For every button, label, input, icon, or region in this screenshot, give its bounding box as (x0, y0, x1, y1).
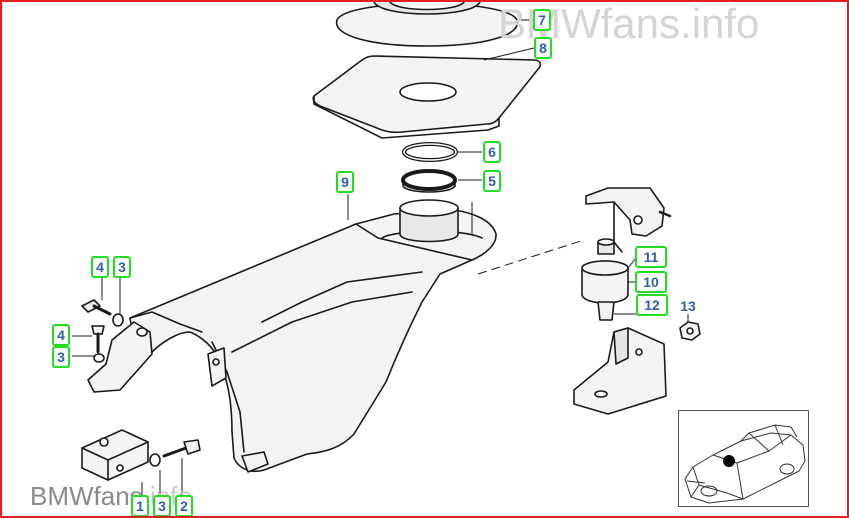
upper-bracket (585, 187, 672, 253)
nut (679, 321, 701, 341)
callout-8[interactable]: 8 (534, 37, 552, 59)
callout-12[interactable]: 12 (636, 294, 668, 316)
gasket-plate (312, 55, 542, 139)
rubber-mount (581, 238, 629, 321)
shift-housing (87, 199, 497, 473)
callout-10[interactable]: 10 (635, 271, 667, 293)
bottom-bolt (149, 439, 201, 467)
callout-5[interactable]: 5 (483, 170, 501, 192)
callout-6[interactable]: 6 (483, 141, 501, 163)
callout-1[interactable]: 1 (131, 495, 149, 516)
callout-3-bottom[interactable]: 3 (153, 495, 171, 516)
left-bolt-lower (91, 325, 105, 363)
callout-9[interactable]: 9 (336, 171, 354, 193)
callout-4-lower[interactable]: 4 (52, 324, 70, 346)
callout-3-lower[interactable]: 3 (52, 346, 70, 368)
watermark-bottom-main: BMWfans (30, 481, 143, 511)
left-bolt-upper (81, 299, 124, 327)
vehicle-location-thumbnail (678, 410, 809, 507)
callout-13[interactable]: 13 (680, 298, 696, 314)
callout-4-upper[interactable]: 4 (91, 256, 109, 278)
callout-2[interactable]: 2 (175, 495, 193, 516)
retaining-ring (402, 142, 458, 162)
lower-bracket (573, 327, 667, 415)
gaiter-dome (335, 2, 519, 47)
callout-3-upper[interactable]: 3 (113, 256, 131, 278)
callout-11[interactable]: 11 (635, 246, 667, 268)
mounting-block (81, 429, 149, 481)
leader-lines (72, 19, 689, 496)
bushing-ring (401, 169, 457, 193)
callout-7[interactable]: 7 (533, 9, 551, 31)
car-outline (684, 424, 806, 504)
